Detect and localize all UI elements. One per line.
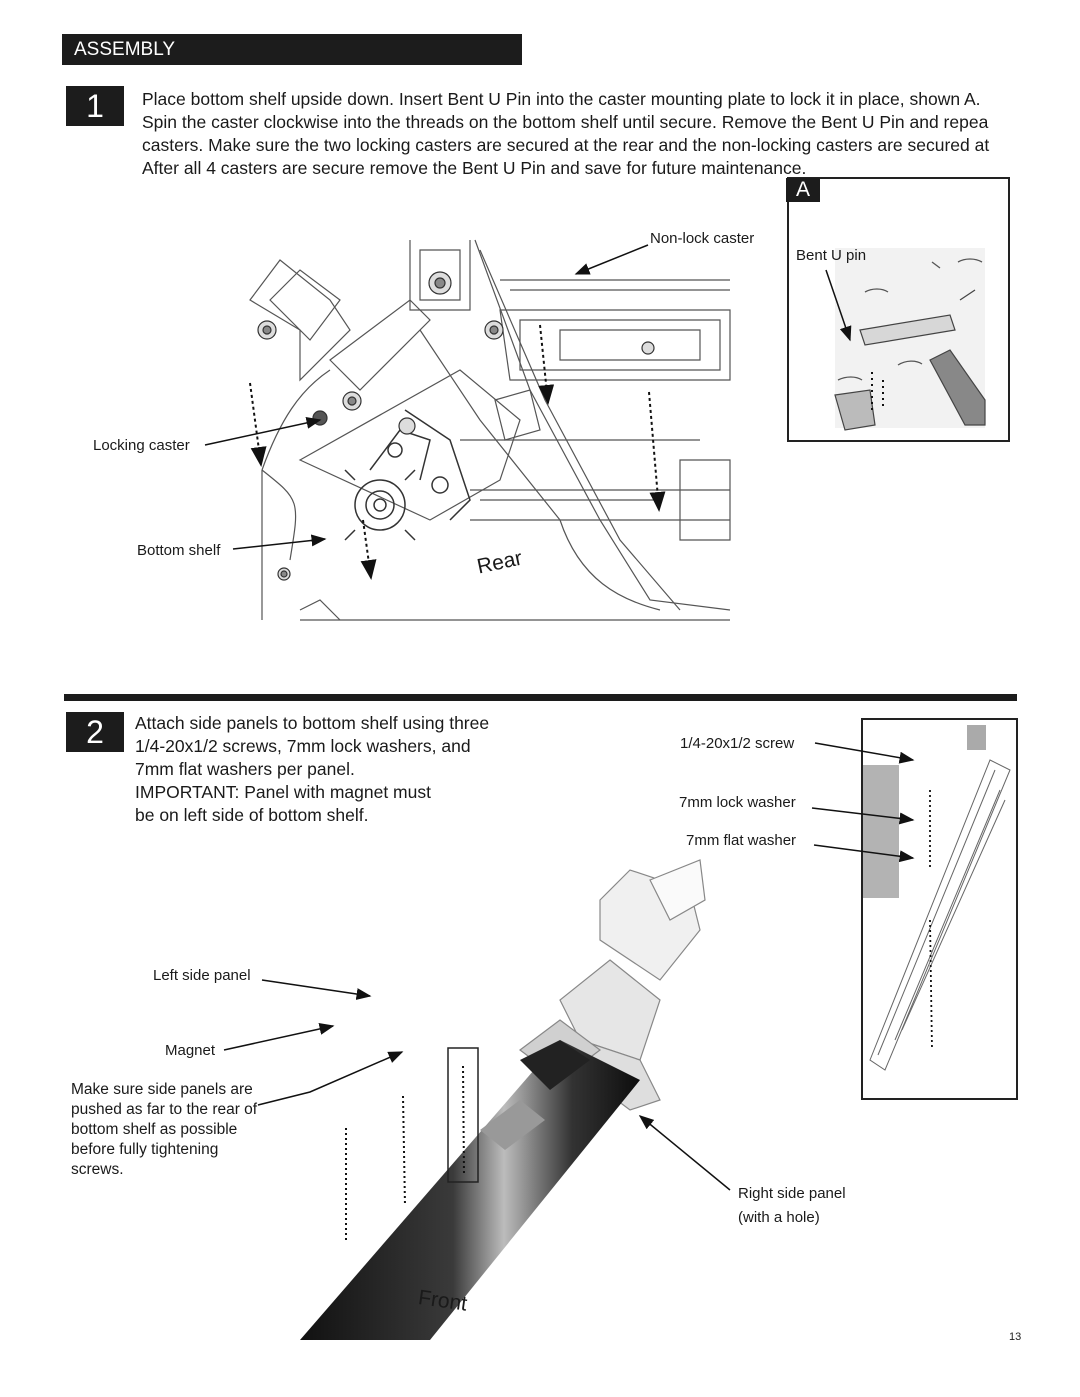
locking-caster-label: Locking caster — [93, 437, 190, 454]
step-2-line: 7mm flat washers per panel. — [135, 759, 355, 779]
hardware-inset-frame — [861, 718, 1018, 1100]
left-side-panel-label: Left side panel — [153, 967, 251, 984]
page-number: 13 — [1009, 1331, 1022, 1343]
front-label: Front — [416, 1286, 469, 1316]
flat-washer-label: 7mm flat washer — [686, 832, 797, 849]
step-1-line: casters. Make sure the two locking caste… — [142, 135, 990, 155]
step-2-line: Attach side panels to bottom shelf using… — [135, 713, 490, 733]
section-divider — [64, 694, 1017, 701]
right-side-panel-label: Right side panel — [738, 1185, 846, 1202]
step-2-instructions: Attach side panels to bottom shelf using… — [135, 712, 555, 827]
step-2-line: IMPORTANT: Panel with magnet must — [135, 782, 431, 802]
magnet-label: Magnet — [165, 1042, 216, 1059]
step-1-instructions: Place bottom shelf upside down. Insert B… — [142, 88, 1080, 180]
inset-a-frame — [787, 177, 1010, 442]
step-2-line: be on left side of bottom shelf. — [135, 805, 369, 825]
step-1-line: Place bottom shelf upside down. Insert B… — [142, 89, 981, 109]
step-1-number: 1 — [66, 86, 124, 126]
inset-a-letter: A — [786, 178, 820, 202]
step-1-line: After all 4 casters are secure remove th… — [142, 158, 807, 178]
rear-label: Rear — [475, 546, 525, 579]
step-2-number: 2 — [66, 712, 124, 752]
screw-label: 1/4-20x1/2 screw — [680, 735, 795, 752]
section-header: ASSEMBLY — [62, 34, 522, 65]
lock-washer-label: 7mm lock washer — [679, 794, 796, 811]
step-1-line: Spin the caster clockwise into the threa… — [142, 112, 989, 132]
bent-u-pin-label: Bent U pin — [796, 247, 867, 264]
step-2-line: 1/4-20x1/2 screws, 7mm lock washers, and — [135, 736, 471, 756]
bottom-shelf-label: Bottom shelf — [137, 542, 221, 559]
side-panel-note: Make sure side panels are pushed as far … — [71, 1081, 258, 1178]
right-side-panel-hole-label: (with a hole) — [738, 1209, 820, 1226]
non-lock-caster-label: Non-lock caster — [650, 230, 755, 247]
